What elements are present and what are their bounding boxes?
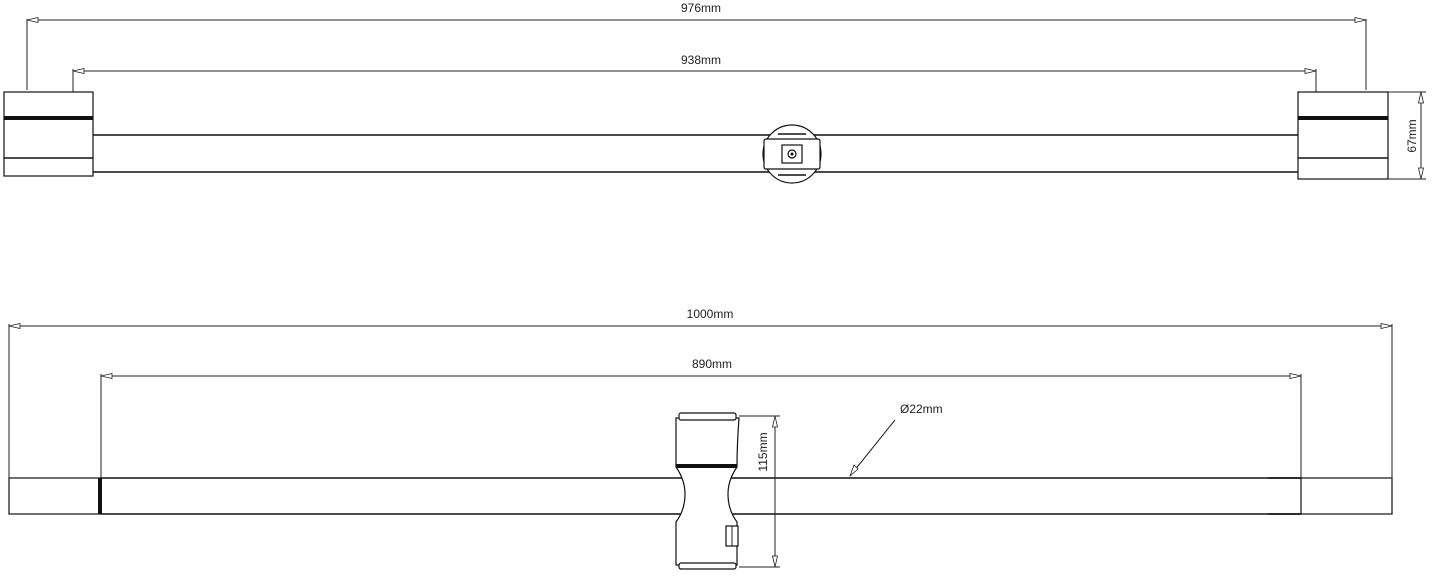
dim-976: 976mm <box>26 1 1367 90</box>
right-wall-bracket-front <box>1268 477 1393 515</box>
left-wall-bracket-front <box>8 477 102 515</box>
rail-top-view <box>93 134 1298 173</box>
top-view: 976mm 938mm <box>3 1 1426 184</box>
dim-976-label: 976mm <box>681 1 721 15</box>
dim-22-diameter: Ø22mm <box>849 402 943 477</box>
dim-1000-label: 1000mm <box>687 307 734 321</box>
right-wall-bracket-top <box>1297 91 1389 180</box>
front-view: 1000mm 890mm <box>8 307 1393 570</box>
dim-938: 938mm <box>72 53 1317 92</box>
dim-1000: 1000mm <box>8 307 1393 478</box>
dim-67-label: 67mm <box>1405 119 1419 152</box>
dim-115-label: 115mm <box>756 432 770 471</box>
dim-938-label: 938mm <box>681 53 721 67</box>
dim-67: 67mm <box>1388 91 1426 180</box>
dim-890-label: 890mm <box>692 357 732 371</box>
slider-front-view <box>675 412 740 570</box>
left-wall-bracket-top <box>3 91 94 177</box>
dim-22-label: Ø22mm <box>900 402 943 416</box>
dim-115: 115mm <box>739 415 780 568</box>
dim-890: 890mm <box>100 357 1302 478</box>
slider-top-view <box>762 124 822 184</box>
